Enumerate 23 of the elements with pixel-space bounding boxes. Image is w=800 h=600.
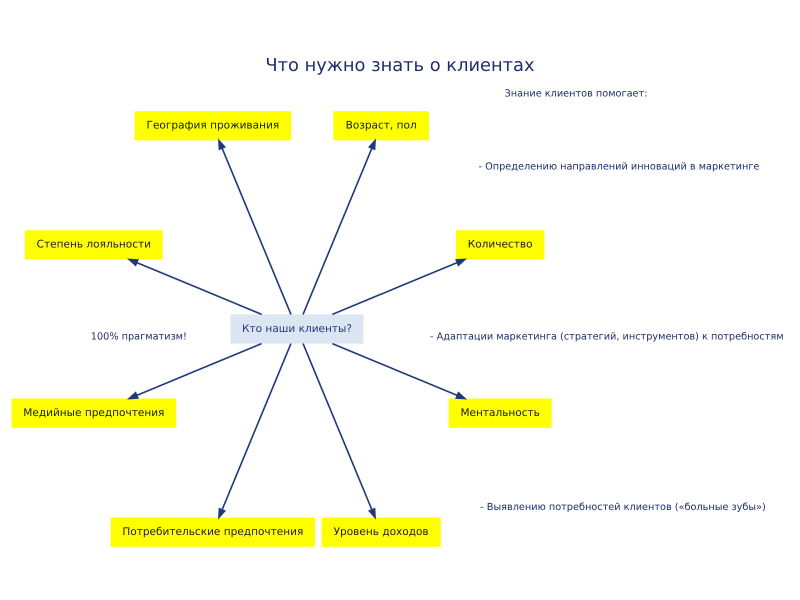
diagram-title: Что нужно знать о клиентах	[265, 54, 535, 76]
node-box: Ментальность	[448, 398, 552, 428]
node-box: География проживания	[134, 111, 292, 140]
label: - Адаптации маркетинга (стратегий, инструментов) к потребностям	[430, 332, 784, 343]
node-box: Потребительские предпочтения	[110, 518, 316, 547]
arrow	[302, 138, 376, 315]
node-box: Уровень доходов	[322, 518, 441, 547]
arrow	[218, 343, 292, 520]
node-box: Кто наши клиенты?	[230, 314, 364, 344]
node-box: Степень лояльности	[24, 230, 163, 260]
arrow	[126, 342, 262, 400]
node-box: Количество	[456, 230, 544, 260]
arrow	[332, 258, 468, 316]
node-box: Возраст, пол	[333, 111, 429, 140]
label: 100% прагматизм!	[90, 332, 187, 343]
label: Знание клиентов помогает:	[504, 88, 648, 100]
arrow	[332, 342, 468, 400]
label: - Определению направлений инноваций в маркетинге	[478, 161, 760, 172]
arrow	[302, 343, 376, 520]
arrow	[218, 138, 292, 315]
label: - Выявлению потребностей клиентов («больные зубы»)	[480, 502, 766, 513]
node-box: Медийные предпочтения	[12, 398, 176, 428]
arrow	[126, 258, 262, 316]
